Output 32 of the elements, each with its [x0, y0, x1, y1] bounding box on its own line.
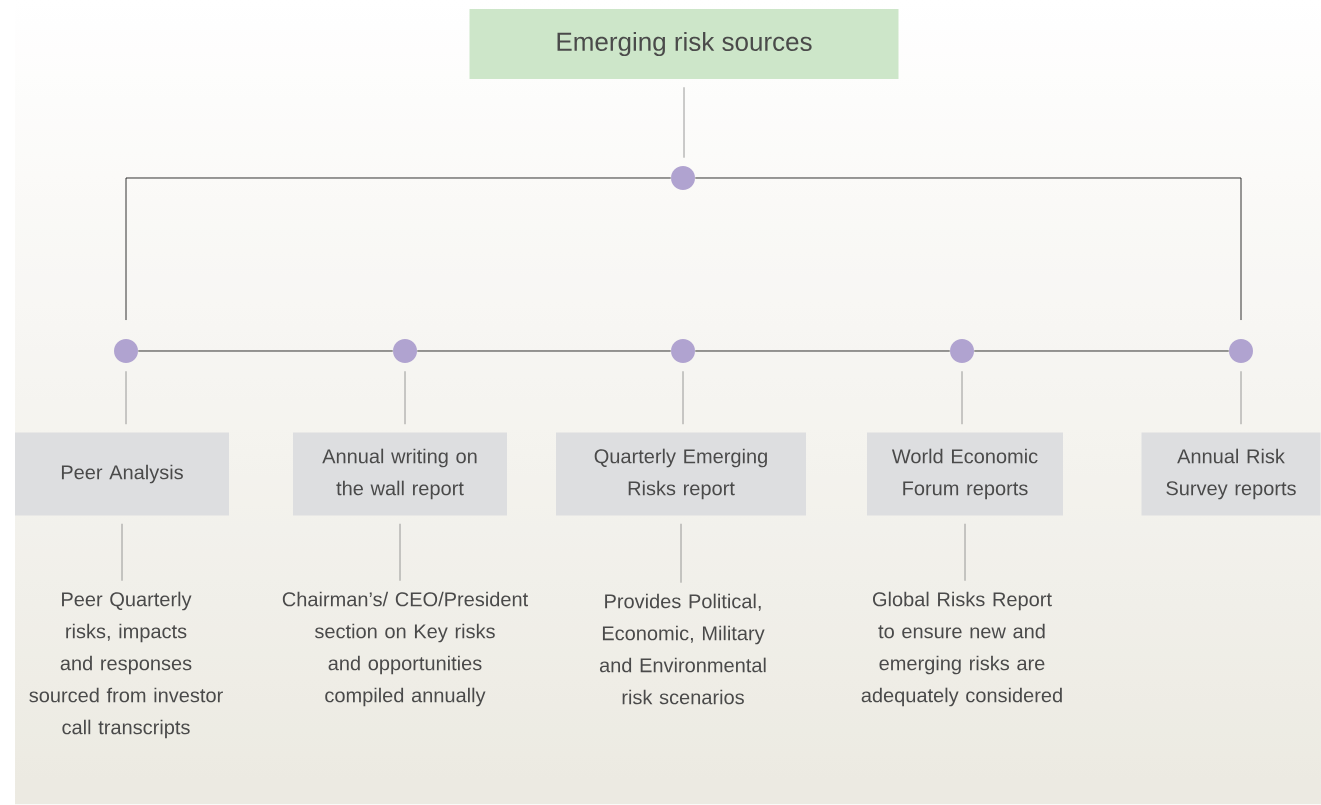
connector-line [694, 350, 951, 352]
source-box: Quarterly Emerging Risks report [556, 432, 806, 516]
description-text: Provides Political, Economic, Military and Environmental risk scenarios [599, 593, 766, 705]
connector-line [121, 523, 123, 582]
connector-line [964, 523, 966, 582]
connector-line [973, 350, 1230, 352]
junction-dot [114, 339, 138, 363]
junction-dot [671, 339, 695, 363]
description-text: Peer Quarterly risks, impacts and responses sourced from investor call transcripts [29, 591, 223, 739]
connector-line [404, 370, 406, 425]
source-box: Annual writing on the wall report [293, 432, 507, 516]
connector-line [694, 177, 1242, 321]
junction-dot [950, 339, 974, 363]
description-text: Chairman’s/ CEO/President section on Key risks and opportunities compiled annually [282, 591, 528, 707]
connector-line [125, 177, 672, 321]
connector-line [961, 370, 963, 425]
connector-line [125, 370, 127, 425]
connector-line [682, 370, 684, 425]
description-text: Global Risks Report to ensure new and emerging risks are adequately considered [861, 591, 1062, 707]
source-box: Peer Analysis [15, 432, 229, 516]
title-box: Emerging risk sources [469, 9, 899, 79]
junction-dot [671, 166, 695, 190]
connector-line [680, 523, 682, 584]
source-box: World Economic Forum reports [867, 432, 1063, 516]
connector-line [399, 523, 401, 582]
connector-line [137, 350, 394, 352]
connector-line [683, 86, 685, 159]
junction-dot [1229, 339, 1253, 363]
connector-line [1240, 370, 1242, 425]
connector-line [416, 350, 672, 352]
junction-dot [393, 339, 417, 363]
source-box: Annual Risk Survey reports [1141, 432, 1321, 516]
